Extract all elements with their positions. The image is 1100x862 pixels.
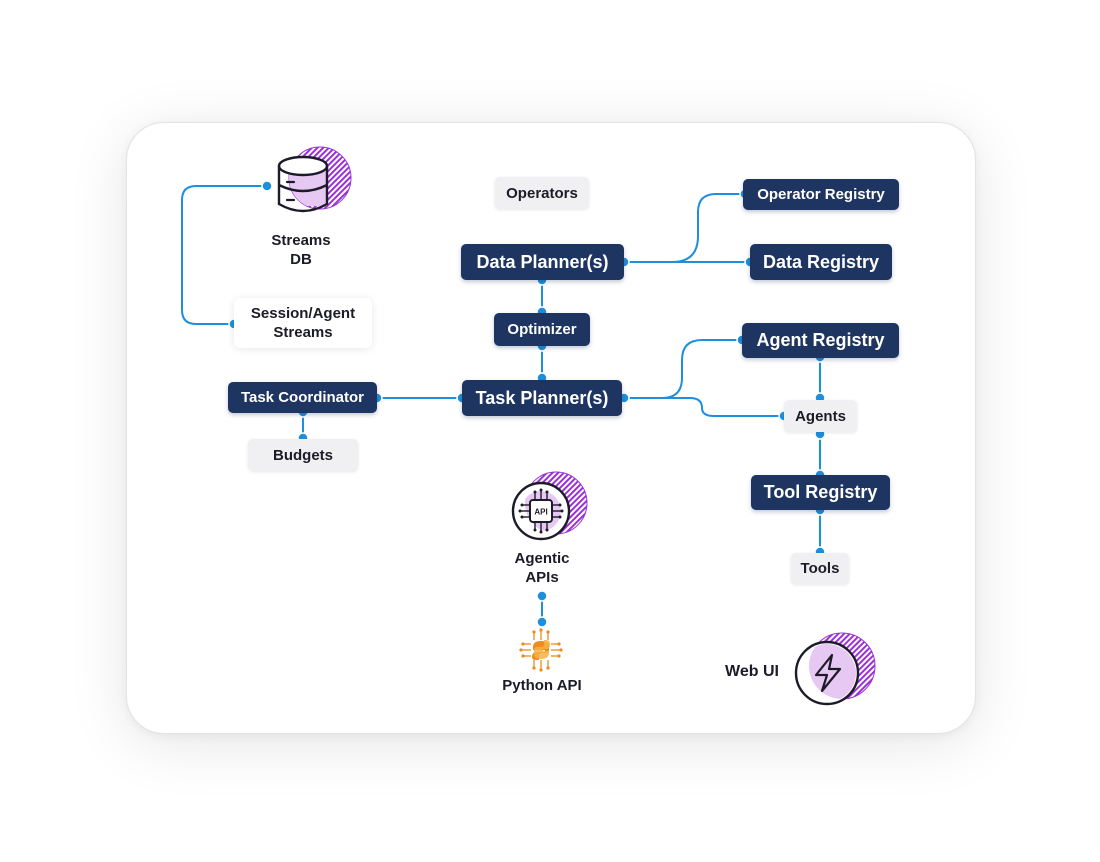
connector-dot: [536, 616, 548, 628]
task-planner-node: Task Planner(s): [462, 380, 622, 416]
tool-registry-node: Tool Registry: [751, 475, 890, 510]
agents-node: Agents: [784, 400, 857, 432]
link-taskplanner-agents: [624, 397, 784, 417]
operators-node: Operators: [495, 177, 589, 209]
link-db-session: [181, 185, 267, 325]
web-ui-label: Web UI: [725, 663, 779, 680]
svg-text:API: API: [534, 508, 547, 517]
data-planner-node: Data Planner(s): [461, 244, 624, 280]
python-chip-icon: [519, 628, 563, 672]
task-coordinator-node: Task Coordinator: [228, 382, 377, 413]
tools-node: Tools: [791, 553, 849, 584]
link-taskplanner-agentregistry: [624, 339, 742, 399]
operator-registry-node: Operator Registry: [743, 179, 899, 210]
python-api-label: Python API: [502, 677, 582, 694]
session-agent-streams-node: Session/Agent Streams: [234, 298, 372, 348]
lightning-bolt-icon: [794, 632, 876, 706]
connector-dot: [261, 180, 273, 192]
budgets-node: Budgets: [248, 439, 358, 471]
optimizer-node: Optimizer: [494, 313, 590, 346]
connector-dot: [536, 590, 548, 602]
api-chip-icon: API: [511, 471, 588, 541]
agentic-apis-label: Agentic APIs: [514, 550, 570, 586]
data-registry-node: Data Registry: [750, 244, 892, 280]
streams-db-label: Streams DB: [271, 232, 331, 268]
agent-registry-node: Agent Registry: [742, 323, 899, 358]
link-dataplanner-opregistry: [624, 193, 745, 263]
